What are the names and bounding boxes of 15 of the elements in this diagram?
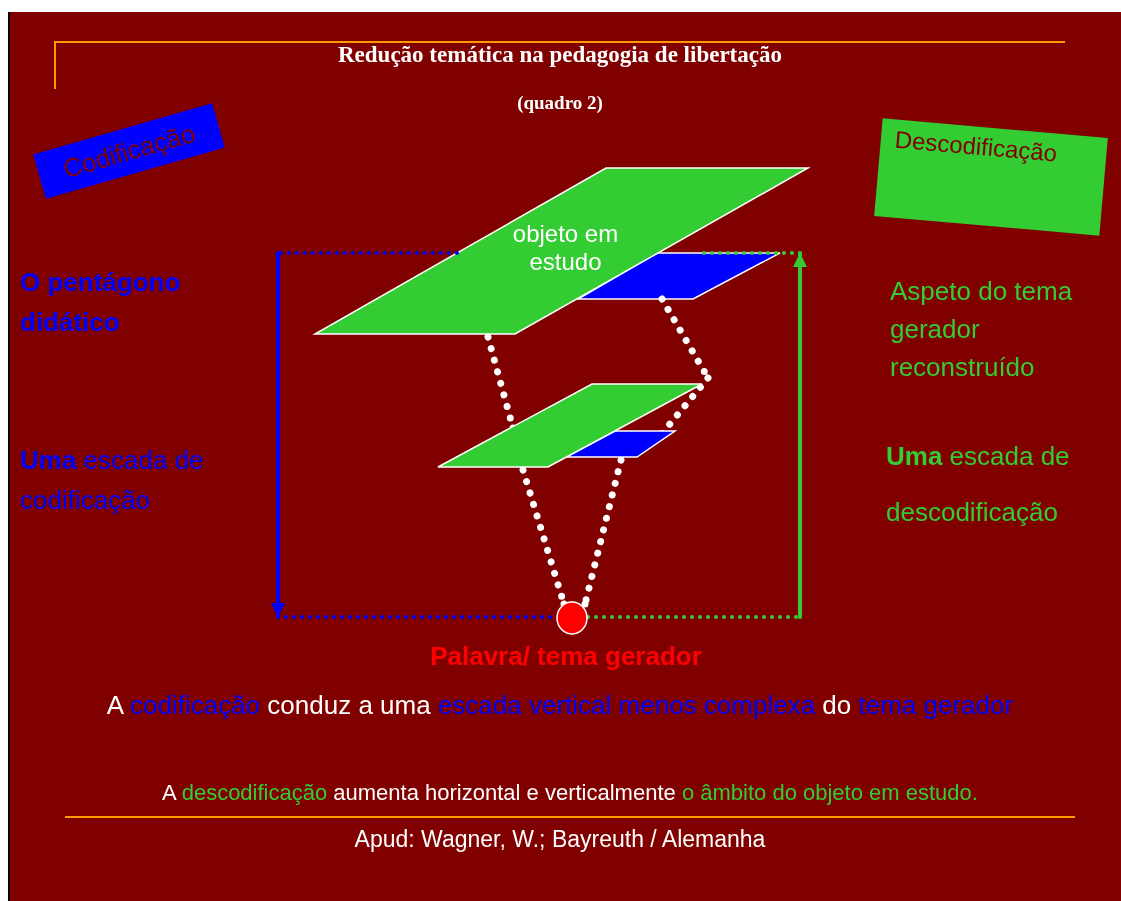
sentence: A descodificação aumenta horizontal e verticalmente o âmbito do objeto em estudo. xyxy=(161,780,979,806)
side-label: O pentágono didático xyxy=(20,266,182,339)
parallelogram-plane xyxy=(438,384,702,467)
title: Redução temática na pedagogia de libertação xyxy=(337,42,783,68)
parallelogram-plane xyxy=(315,168,808,334)
side-label: Uma escada de codificação xyxy=(20,444,205,517)
arrow xyxy=(586,251,807,619)
subtitle: (quadro 2) xyxy=(516,92,604,114)
caption: Apud: Wagner, W.; Bayreuth / Alemanha xyxy=(353,826,767,853)
plane-label: objeto em estudo xyxy=(511,220,620,276)
side-label: Uma escada de descodificação xyxy=(886,440,1071,529)
sentence: A codificação conduz a uma escada vertical menos complexa do tema gerador xyxy=(105,689,1015,722)
side-label: Aspeto do tema gerador reconstruído xyxy=(890,275,1074,384)
parallelogram-plane xyxy=(566,431,675,457)
caption-text: Palavra/ tema gerador xyxy=(429,641,703,672)
